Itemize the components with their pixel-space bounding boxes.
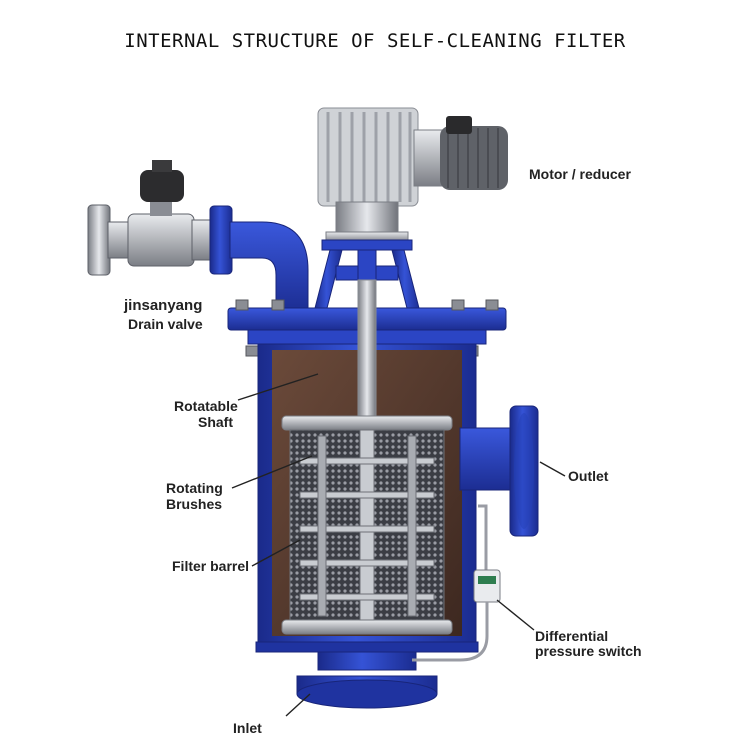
label-dp-line1: Differential [535, 628, 609, 644]
label-brushes-line1: Rotating [166, 480, 223, 496]
label-inlet: Inlet [233, 720, 262, 736]
drain-elbow [229, 221, 309, 313]
inlet-nozzle [255, 641, 479, 709]
differential-pressure-switch [412, 504, 501, 662]
label-drain-valve: Drain valve [128, 316, 203, 332]
leader-lines [231, 373, 566, 717]
outlet-nozzle [459, 405, 539, 537]
label-outlet: Outlet [568, 468, 609, 484]
label-shaft-line2: Shaft [198, 414, 233, 430]
label-brand: jinsanyang [124, 297, 203, 314]
motor-reducer [317, 107, 508, 243]
label-motor-reducer: Motor / reducer [529, 166, 631, 182]
label-filter-barrel: Filter barrel [172, 558, 250, 574]
label-dp-line2: pressure switch [535, 643, 642, 659]
label-shaft-line1: Rotatable [174, 398, 238, 414]
rotatable-shaft [357, 279, 377, 431]
drain-valve [87, 160, 233, 276]
label-brushes-line2: Brushes [166, 496, 223, 512]
rotating-brushes [299, 429, 435, 621]
cover-bolts [235, 299, 499, 311]
diagram-title: INTERNAL STRUCTURE OF SELF-CLEANING FILT… [124, 30, 626, 52]
